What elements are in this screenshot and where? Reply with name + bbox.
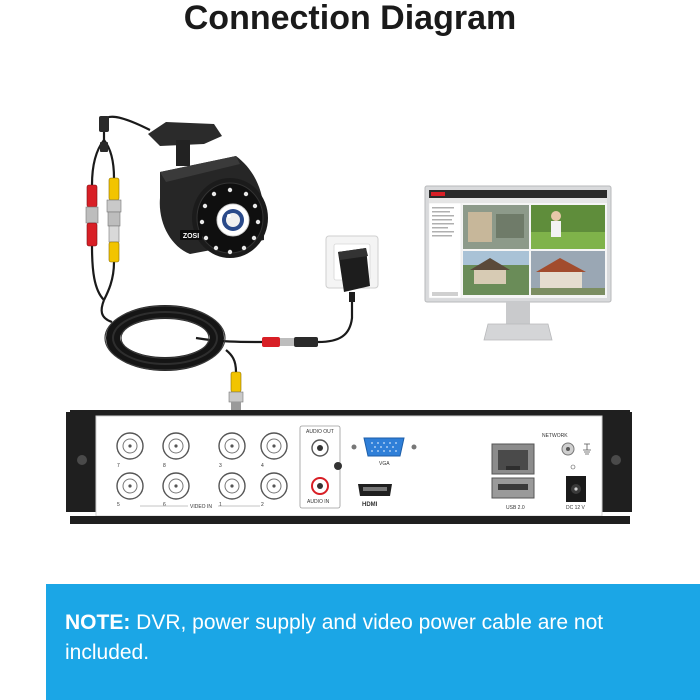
vga-port <box>363 437 405 457</box>
audio-out-label: AUDIO OUT <box>306 429 334 435</box>
power-adapter <box>325 235 379 302</box>
video-in-label: VIDEO IN <box>190 504 212 510</box>
network-label: NETWORK <box>542 433 568 439</box>
camera-power-connector <box>85 184 99 247</box>
usb-label: USB 2.0 <box>506 505 525 511</box>
channel-label-4: 4 <box>261 463 264 469</box>
channel-label-1: 1 <box>219 502 222 508</box>
camera-feed-tiles <box>463 205 605 295</box>
ground-screw <box>334 462 342 470</box>
channel-label-6: 6 <box>163 502 166 508</box>
vga-label: VGA <box>379 461 390 467</box>
channel-label-7: 7 <box>117 463 120 469</box>
page-title: Connection Diagram <box>183 0 517 37</box>
dvr-unit: 7 8 3 4 5 6 1 2 VIDEO IN AUDIO OUT AUDIO… <box>66 410 632 524</box>
audio-in-label: AUDIO IN <box>307 499 330 505</box>
connection-diagram: ZOSI <box>66 115 632 524</box>
cable-plug <box>99 116 109 132</box>
monitor <box>424 185 612 341</box>
camera-brand-label: ZOSI <box>183 233 199 240</box>
channel-label-2: 2 <box>261 502 264 508</box>
note-label: NOTE: <box>65 611 131 634</box>
hdmi-label: HDMI <box>362 502 378 508</box>
cable-plug <box>100 142 108 152</box>
dc-label: DC 12 V <box>566 505 586 511</box>
note-text: NOTE: DVR, power supply and video power … <box>65 608 665 668</box>
bullet-camera: ZOSI <box>148 122 268 258</box>
camera-bnc-connector <box>106 177 122 263</box>
channel-label-5: 5 <box>117 502 120 508</box>
note-body: DVR, power supply and video power cable … <box>65 611 604 664</box>
note-banner: NOTE: DVR, power supply and video power … <box>46 584 700 700</box>
dvr-bnc-connector <box>228 371 244 410</box>
cable-coil <box>104 305 226 371</box>
channel-label-8: 8 <box>163 463 166 469</box>
channel-label-3: 3 <box>219 463 222 469</box>
power-connector-inline <box>262 337 318 347</box>
